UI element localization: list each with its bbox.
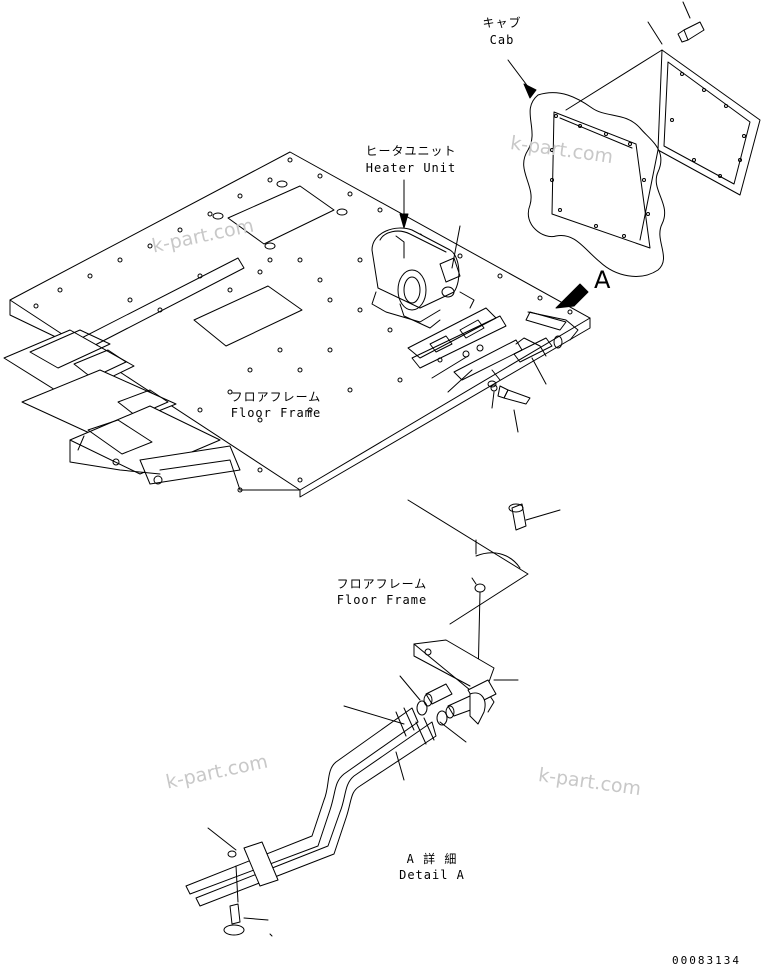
heater-label-jp: ヒータユニット (365, 144, 457, 158)
cab-panel (565, 49, 761, 241)
floor-frame-label-en: Floor Frame (230, 406, 322, 420)
cab-label-en: Cab (489, 33, 515, 47)
detail-a-label-jp: A 詳 細 (406, 852, 458, 866)
heater-hoses (407, 307, 579, 433)
drawing-code: 00083134 (672, 954, 741, 967)
heater-label-en: Heater Unit (365, 161, 457, 175)
cab-bolt (647, 1, 705, 45)
cab-section-outline (507, 59, 666, 277)
cab-label-jp: キャブ (482, 16, 522, 30)
detail-a-label-en: Detail A (399, 868, 465, 882)
floor-frame-label-jp: フロアフレーム (230, 390, 322, 404)
hose-fittings (399, 675, 486, 743)
view-arrow-a (555, 283, 589, 309)
heater-hoses-detail (185, 705, 437, 937)
detail-floor-frame-label-jp: フロアフレーム (336, 577, 428, 591)
floor-frame-detail (407, 499, 561, 681)
floor-frame-brackets (3, 329, 301, 491)
floor-frame-top (9, 151, 591, 498)
detail-floor-frame-label-en: Floor Frame (336, 593, 428, 607)
view-marker-a: A (594, 266, 611, 294)
heater-unit (371, 179, 475, 329)
